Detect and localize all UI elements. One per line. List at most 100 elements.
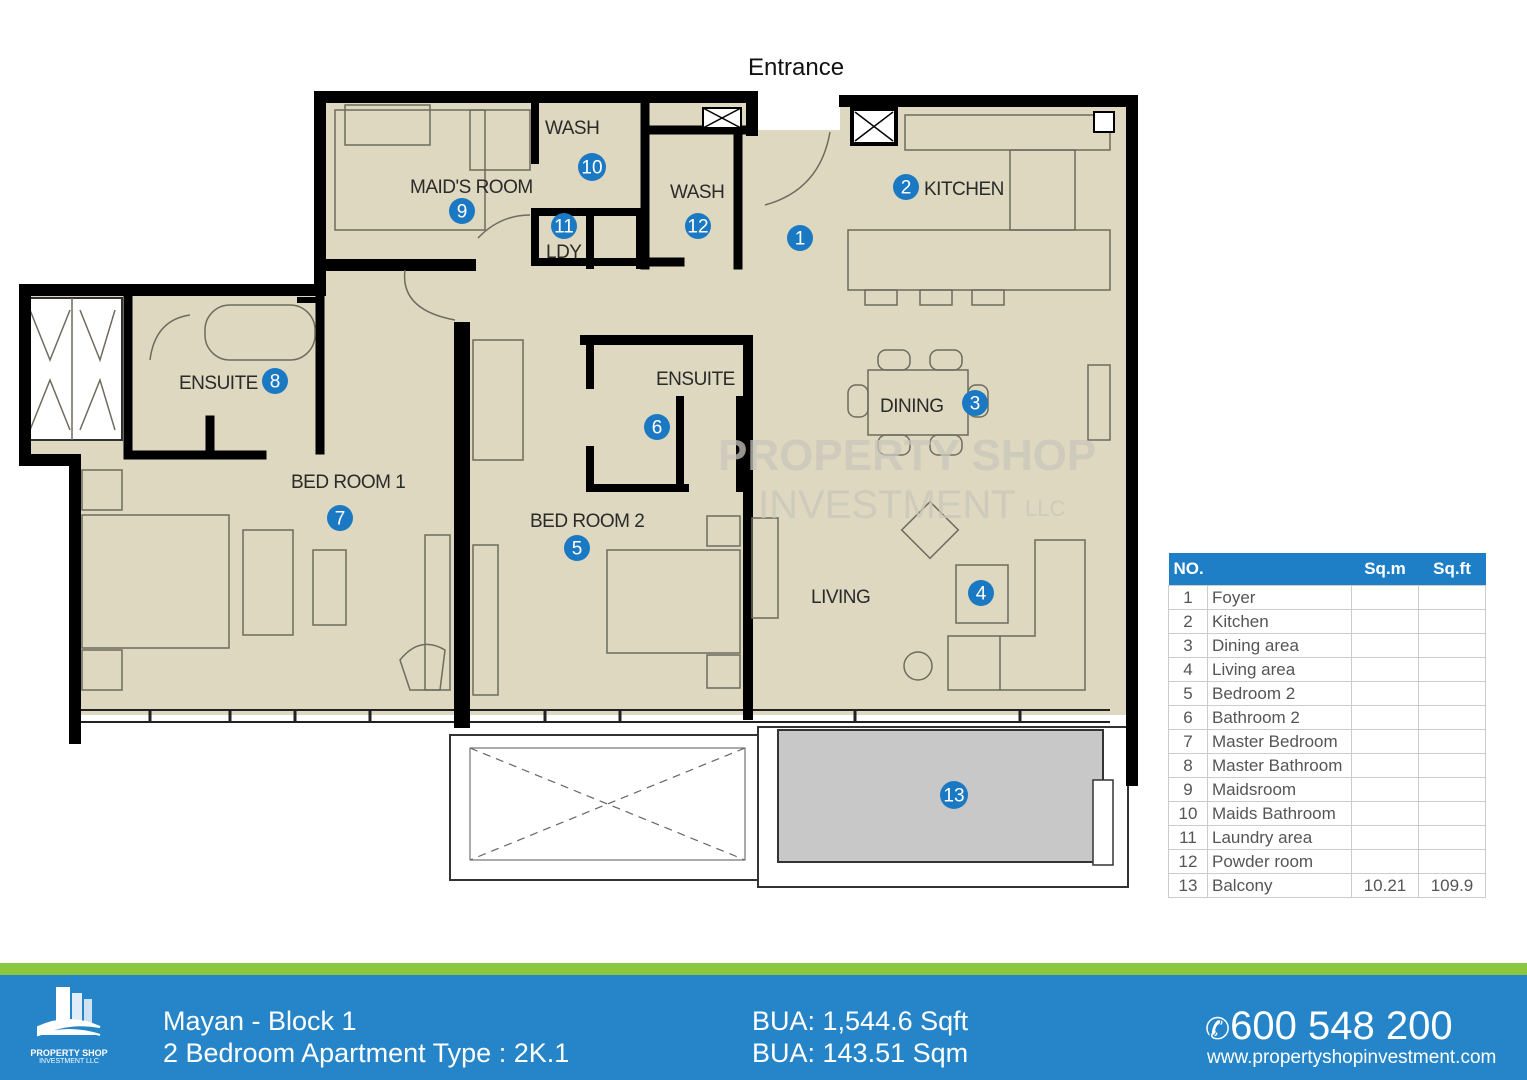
svg-text:5: 5 (572, 539, 583, 560)
svg-text:INVESTMENT: INVESTMENT (758, 483, 1016, 527)
living-furniture (751, 364, 1111, 691)
svg-text:10: 10 (581, 158, 602, 179)
cell-sqft (1418, 729, 1486, 754)
cell-sqm (1351, 825, 1419, 850)
marker-4: 4 (968, 580, 994, 606)
cell-sqft (1418, 825, 1486, 850)
cell-no: 2 (1168, 609, 1208, 634)
cell-sqft (1418, 849, 1486, 874)
cell-sqm (1351, 609, 1419, 634)
cell-sqm (1351, 657, 1419, 682)
logo-line1: PROPERTY SHOP (30, 1048, 108, 1058)
cell-name: Powder room (1207, 849, 1352, 874)
cell-no: 10 (1168, 801, 1208, 826)
cell-sqft (1418, 801, 1486, 826)
svg-text:7: 7 (335, 509, 346, 530)
room-label-maids-room: MAID'S ROOM (410, 177, 533, 198)
cell-sqm: 10.21 (1351, 873, 1419, 898)
cell-no: 6 (1168, 705, 1208, 730)
svg-text:11: 11 (554, 217, 574, 238)
cell-sqft (1418, 609, 1486, 634)
logo-line2: INVESTMENT LLC (39, 1058, 99, 1065)
room-label-wash-powder: WASH (670, 182, 724, 203)
svg-text:6: 6 (652, 418, 663, 439)
bua-sqft: BUA: 1,544.6 Sqft (752, 1006, 969, 1036)
marker-5: 5 (564, 535, 590, 561)
cell-name: Kitchen (1207, 609, 1352, 634)
cell-sqft (1418, 585, 1486, 610)
cell-sqm (1351, 681, 1419, 706)
cell-no: 1 (1168, 585, 1208, 610)
kitchen-counter (702, 107, 1115, 306)
cell-name: Master Bathroom (1207, 753, 1352, 778)
svg-text:9: 9 (457, 202, 468, 223)
cell-no: 9 (1168, 777, 1208, 802)
cell-name: Dining area (1207, 633, 1352, 658)
marker-1: 1 (787, 225, 813, 251)
marker-8: 8 (262, 368, 288, 394)
room-label-bedroom2: BED ROOM 2 (530, 511, 644, 532)
table-header-row: NO. Sq.m Sq.ft (1168, 553, 1486, 586)
footer-accent-bar (0, 963, 1527, 975)
cell-name: Living area (1207, 657, 1352, 682)
svg-text:13: 13 (943, 786, 964, 807)
marker-9: 9 (449, 198, 475, 224)
cell-sqm (1351, 729, 1419, 754)
cell-name: Laundry area (1207, 825, 1352, 850)
cell-no: 13 (1168, 873, 1208, 898)
cell-no: 12 (1168, 849, 1208, 874)
cell-name: Maids Bathroom (1207, 801, 1352, 826)
website-link[interactable]: www.propertyshopinvestment.com (1207, 1047, 1497, 1068)
balcony-13 (757, 726, 1129, 888)
svg-text:12: 12 (687, 217, 708, 238)
watermark: PROPERTY SHOP INVESTMENT LLC (718, 431, 1096, 527)
cell-name: Bedroom 2 (1207, 681, 1352, 706)
cell-sqm (1351, 585, 1419, 610)
phone-number[interactable]: ✆600 548 200 (1205, 1005, 1453, 1051)
phone-text: 600 548 200 (1230, 1004, 1453, 1048)
cell-sqm (1351, 633, 1419, 658)
room-label-ensuite-master: ENSUITE (179, 373, 258, 394)
room-label-ensuite-bed2: ENSUITE (656, 369, 735, 390)
marker-2: 2 (893, 174, 919, 200)
header-sqm: Sq.m (1351, 553, 1419, 586)
svg-text:1: 1 (795, 229, 806, 250)
cell-sqft: 109.9 (1418, 873, 1486, 898)
cell-no: 7 (1168, 729, 1208, 754)
cell-name: Foyer (1207, 585, 1352, 610)
marker-7: 7 (327, 505, 353, 531)
cell-no: 3 (1168, 633, 1208, 658)
room-label-dining: DINING (880, 396, 944, 417)
svg-text:4: 4 (976, 584, 987, 605)
room-label-bedroom1: BED ROOM 1 (291, 472, 405, 493)
room-label-laundry: LDY (546, 242, 582, 263)
cell-no: 4 (1168, 657, 1208, 682)
bedroom1-furniture (81, 104, 531, 696)
cell-sqft (1418, 681, 1486, 706)
floor-area (25, 100, 1132, 715)
marker-13: 13 (940, 781, 968, 809)
building-logo-icon (37, 987, 101, 1037)
cell-name: Balcony (1207, 873, 1352, 898)
marker-10: 10 (578, 153, 606, 181)
svg-text:PROPERTY SHOP: PROPERTY SHOP (718, 431, 1096, 480)
marker-12: 12 (685, 213, 711, 239)
cell-name: Master Bedroom (1207, 729, 1352, 754)
cell-sqft (1418, 777, 1486, 802)
room-label-wash-maid: WASH (545, 118, 599, 139)
project-name: Mayan - Block 1 (163, 1006, 357, 1036)
cell-sqft (1418, 633, 1486, 658)
